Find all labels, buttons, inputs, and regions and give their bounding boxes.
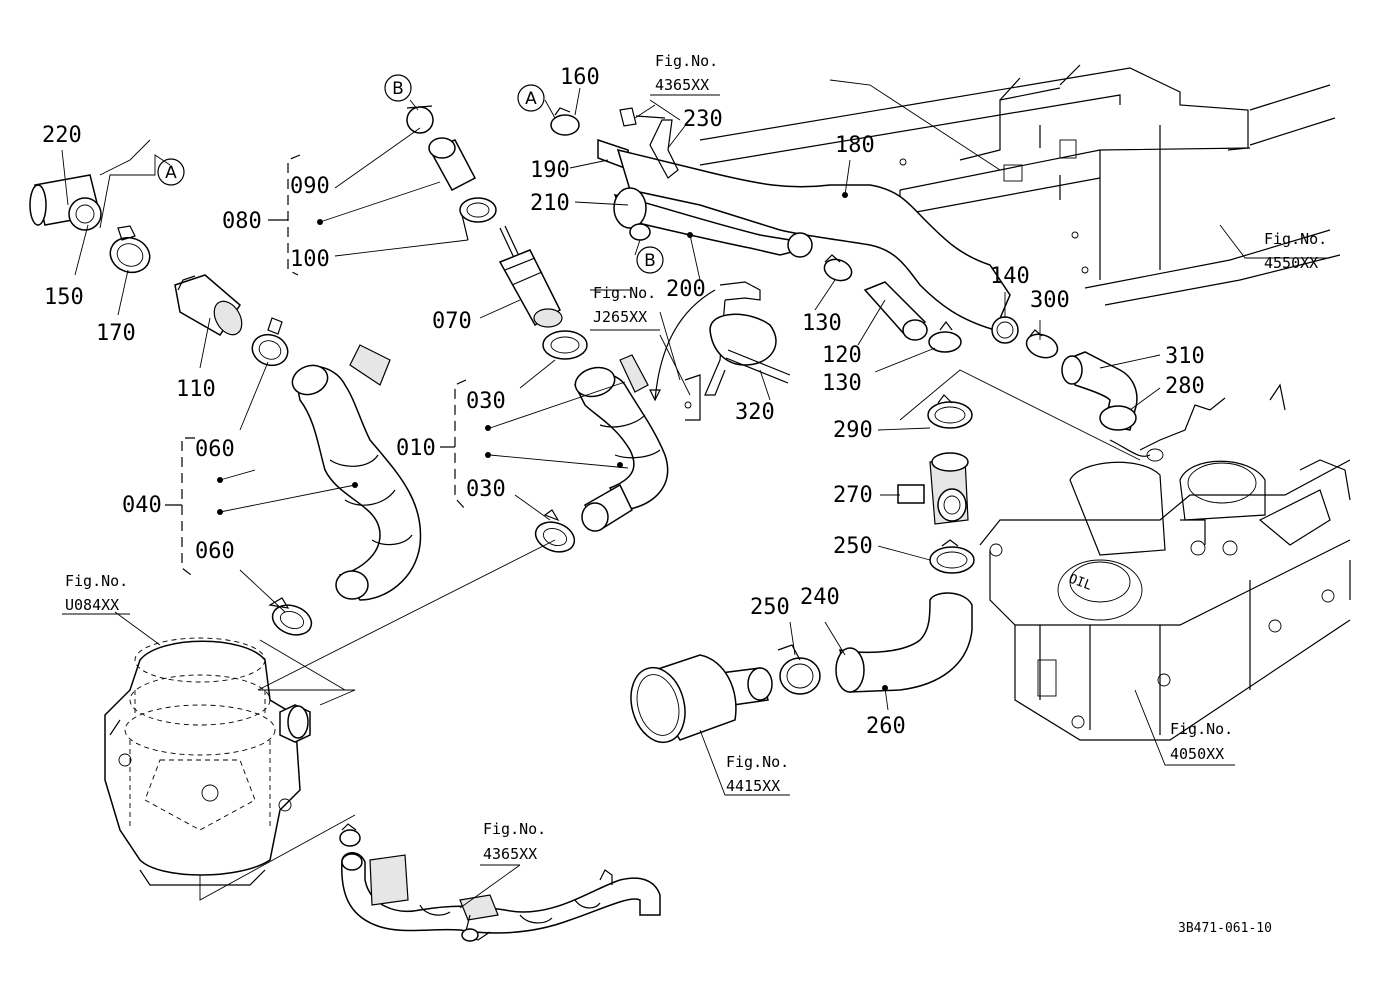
right-hose-chain [863,281,1164,462]
part-label-320: 320 [735,400,775,425]
fig-4365-top-code: 4365XX [655,76,709,94]
part-label-230: 230 [683,107,723,132]
engine-block: OIL [979,383,1351,741]
bottom-hose [339,823,661,942]
ref-a-top-circle [517,84,545,112]
part-label-210: 210 [530,191,570,216]
middle-hose-chain [406,105,669,553]
part-label-030-upper: 030 [466,389,506,414]
ref-b-mid: B [644,251,656,271]
fig-j265-code: J265XX [593,308,647,326]
bullet-dots [217,192,888,691]
part-label-260: 260 [866,714,906,739]
fig-4050-label: Fig.No. [1170,720,1233,738]
part-label-250-right: 250 [833,534,873,559]
part-label-150: 150 [44,285,84,310]
part-label-130-lower: 130 [822,371,862,396]
part-label-170: 170 [96,321,136,346]
part-label-160: 160 [560,65,600,90]
figure-references: Fig.No. 4365XX Fig.No. J265XX Fig.No. 45… [62,52,1327,863]
part-label-310: 310 [1165,344,1205,369]
part-label-280: 280 [1165,374,1205,399]
part-label-250-left: 250 [750,595,790,620]
ref-a-left: A [165,163,177,183]
part-label-240: 240 [800,585,840,610]
part-label-180: 180 [835,133,875,158]
ref-a-top: A [525,89,537,109]
part-label-190: 190 [530,158,570,183]
fig-4050-code: 4050XX [1170,745,1224,763]
filter-assembly [104,637,311,886]
part-label-040: 040 [122,493,162,518]
part-label-130-upper: 130 [802,311,842,336]
ref-b-top: B [392,79,404,99]
part-label-100: 100 [290,247,330,272]
part-label-200: 200 [666,277,706,302]
part-label-110: 110 [176,377,216,402]
part-label-220: 220 [42,123,82,148]
fig-j265-label: Fig.No. [593,284,656,302]
part-label-270: 270 [833,483,873,508]
bracket-tie [649,281,791,421]
part-label-290: 290 [833,418,873,443]
part-label-060-upper: 060 [195,437,235,462]
fig-4550-code: 4550XX [1264,254,1318,272]
part-label-030-lower: 030 [466,477,506,502]
lower-center-chain [630,394,975,744]
fig-4415-code: 4415XX [726,777,780,795]
leader-lines [61,79,1330,909]
part-label-120: 120 [822,343,862,368]
part-label-010: 010 [396,436,436,461]
part-label-060-lower: 060 [195,539,235,564]
fig-4365-bottom-label: Fig.No. [483,820,546,838]
part-labels: 220 150 170 110 060 040 060 090 080 100 … [42,65,1205,739]
ref-b-mid-circle [636,246,664,274]
fig-4550-label: Fig.No. [1264,230,1327,248]
ref-b-top-circle [384,74,412,102]
fig-u084-label: Fig.No. [65,572,128,590]
fig-4365-bottom-code: 4365XX [483,845,537,863]
part-label-070: 070 [432,309,472,334]
ref-a-left-circle [157,158,185,186]
drawing-code: 3B471-061-10 [1178,921,1272,936]
part-label-080: 080 [222,209,262,234]
part-label-140: 140 [990,264,1030,289]
left-hose-chain [29,174,422,636]
engine-oil-cap-label: OIL [1067,572,1094,594]
chassis-frame [699,64,1341,306]
fig-u084-code: U084XX [65,596,119,614]
part-label-090: 090 [290,174,330,199]
part-label-300: 300 [1030,288,1070,313]
fig-4415-label: Fig.No. [726,753,789,771]
reference-markers: A A B B [157,74,664,274]
fig-4365-top-label: Fig.No. [655,52,718,70]
top-pipes [550,107,1019,344]
